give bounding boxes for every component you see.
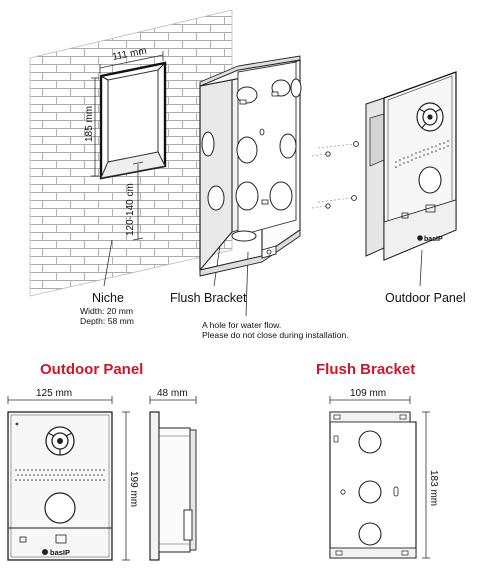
wall-niche [99,61,167,180]
niche-width-note: Width: 20 mm [80,306,133,316]
brand-logo-icon: basIP [417,235,443,243]
svg-text:basIP: basIP [50,548,70,557]
bracket-height-dimension: 183 mm [422,411,439,559]
knockout-hole-icon [201,78,302,242]
water-hole-note-line2: Please do not close during installation. [202,330,349,340]
bracket-width-dimension: 109 mm [329,388,411,404]
water-hole-note-line1: A hole for water flow. [202,320,281,330]
niche-height-dimension: 185 mm [84,77,99,177]
outdoor-panel-title: Outdoor Panel [40,361,143,378]
bracket-width-label: 109 mm [350,388,386,399]
speaker-grille-icon [395,140,449,168]
flush-bracket-title: Flush Bracket [316,361,415,378]
bracket-height-label: 183 mm [428,470,439,506]
niche-depth-range-label: 120-140 cm [125,183,136,236]
niche-leader-line [103,239,113,287]
speaker-grille-icon [15,469,105,481]
camera-lens-icon [45,426,75,456]
outdoor-panel-label: Outdoor Panel [385,291,466,305]
knockout-hole-icon [358,430,382,546]
flush-bracket-label: Flush Bracket [170,291,247,305]
card-reader-icon [55,534,67,544]
outdoor-panel-side [149,411,197,561]
brand-logo-icon: basIP [42,548,70,557]
svg-text:basIP: basIP [424,236,443,243]
outdoor-panel-front: basIP [7,411,113,561]
camera-lens-icon [416,102,444,132]
flush-bracket-iso [199,55,302,277]
panel-leader-line [419,249,423,287]
panel-width-dimension: 125 mm [7,388,113,404]
panel-height-label: 199 mm [128,471,139,507]
niche-floor-dimension: 120-140 cm [125,161,144,241]
panel-depth-label: 48 mm [157,388,188,399]
panel-height-dimension: 199 mm [122,411,139,561]
panel-depth-dimension: 48 mm [149,388,197,404]
card-reader-icon [425,204,436,213]
niche-depth-note: Depth: 58 mm [80,316,134,326]
panel-width-label: 125 mm [36,388,72,399]
call-button-icon [44,492,76,524]
call-button-icon [418,166,442,194]
outdoor-panel-iso: basIP [365,71,457,261]
niche-label: Niche [92,291,124,305]
niche-height-label: 185 mm [84,106,95,142]
flush-bracket-front [329,411,417,559]
screw-icon [311,141,359,209]
